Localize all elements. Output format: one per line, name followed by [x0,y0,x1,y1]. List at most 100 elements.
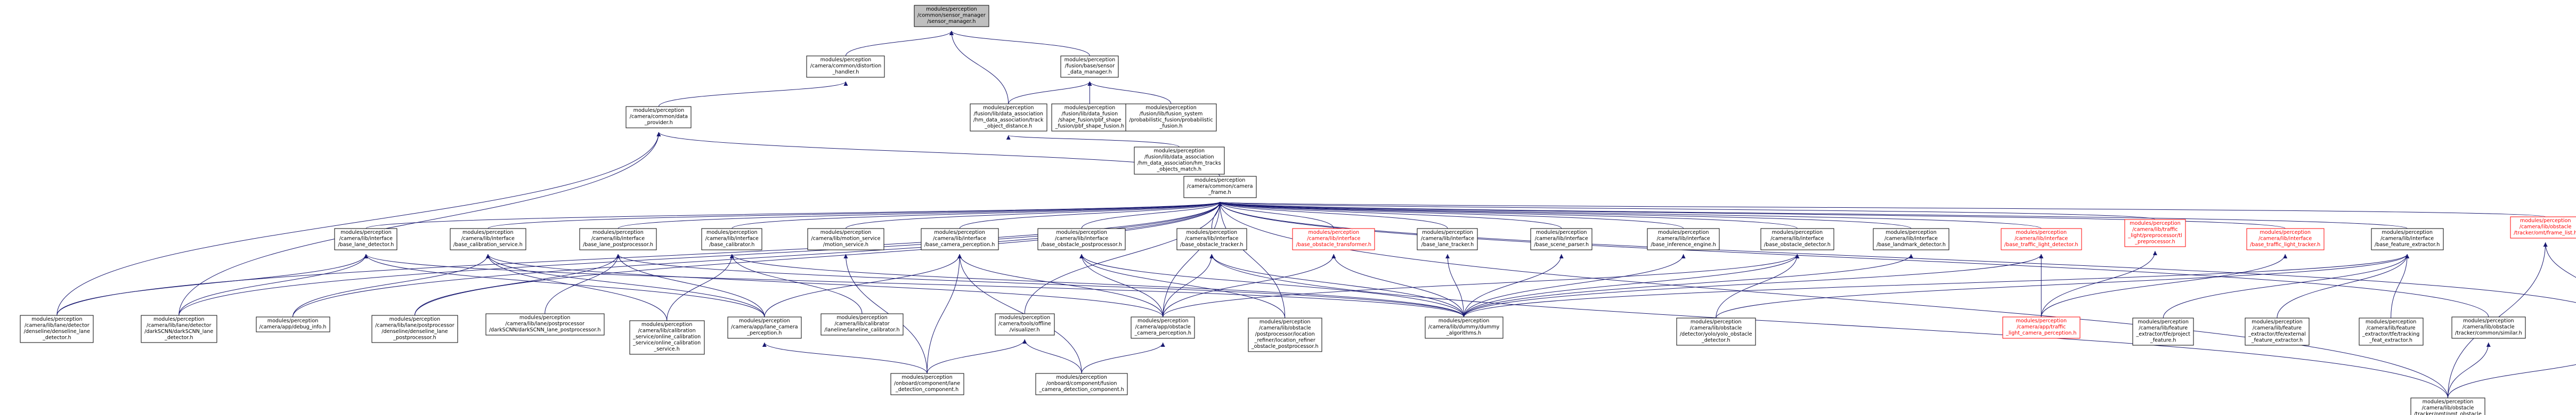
node-label-line: modules/perception [1137,318,1189,324]
node-label-line: /camera/lib/interface [705,236,759,242]
dependency-edge [2163,254,2410,319]
node-label-line: modules/perception [31,316,83,322]
node-fusion-camera-detection-component[interactable]: modules/perception/onboard/component/fus… [1035,373,1128,395]
dependency-edge [764,254,962,318]
node-box [141,315,217,343]
node-base-obstacle-detector[interactable]: modules/perception/camera/lib/interface/… [1760,228,1834,250]
node-base-obstacle-postprocessor[interactable]: modules/perception/camera/lib/interface/… [1037,228,1126,250]
node-track-object-distance[interactable]: modules/perception/fusion/lib/data_assoc… [970,103,1047,132]
node-base-calibrator[interactable]: modules/perception/camera/lib/interface/… [701,228,762,250]
node-label-line: /hm_data_association/track [973,117,1044,123]
node-project-feature[interactable]: modules/perception/camera/lib/feature_ex… [2132,318,2194,346]
node-motion-service[interactable]: modules/perception/camera/lib/motion_ser… [807,228,884,250]
node-base-calibration-service[interactable]: modules/perception/camera/lib/interface/… [450,228,526,250]
node-debug-info[interactable]: modules/perception/camera/app/debug_info… [256,316,330,332]
node-label-line: _handler.h [832,69,859,75]
node-box [995,313,1055,336]
node-lane-detection-component[interactable]: modules/perception/onboard/component/lan… [890,373,964,395]
dependency-edge [1716,254,1800,319]
node-base-feature-extractor[interactable]: modules/perception/camera/lib/interface/… [2371,228,2444,250]
node-label-line: /postprocessor/location [1255,331,1315,337]
node-traffic-light-camera-perception[interactable]: modules/perception/camera/app/traffic_li… [2002,316,2081,339]
dependency-edge [949,30,1009,104]
node-base-data-manager[interactable]: modules/perception/fusion/base/sensor_da… [1060,55,1119,78]
node-base-lane-detector[interactable]: modules/perception/camera/lib/interface/… [334,228,397,250]
node-omt-obstacle-tracker[interactable]: modules/perception/camera/lib/obstacle/t… [2410,397,2485,415]
node-location-refiner-postprocessor[interactable]: modules/perception/camera/lib/obstacle/p… [1248,318,1322,352]
node-distortion[interactable]: modules/perception/camera/common/distort… [806,55,885,78]
dependency-edge [1006,135,1180,148]
node-label-line: modules/perception [1145,105,1197,111]
node-darkSCNN-lane-postprocessor[interactable]: modules/perception/camera/lib/lane/postp… [485,313,605,336]
node-hm-tracks-objects-match[interactable]: modules/perception/fusion/lib/data_assoc… [1134,147,1225,175]
node-base-landmark-detector[interactable]: modules/perception/camera/lib/interface/… [1873,228,1949,250]
node-external-feature-extractor[interactable]: modules/perception/camera/lib/feature_ex… [2245,318,2310,346]
node-box [579,228,657,250]
node-base-scene-parser[interactable]: modules/perception/camera/lib/interface/… [1530,228,1592,250]
dependency-edge [617,201,1222,229]
dependency-edge [762,342,928,374]
dependency-edge [2041,254,2288,318]
node-data-provider[interactable]: modules/perception/camera/common/data_pr… [625,106,692,128]
dependency-edge [1218,201,2408,229]
node-box [1183,176,1257,198]
node-lane-camera-perception[interactable]: modules/perception/camera/app/lane_camer… [727,316,802,339]
dependency-edge [1022,339,1082,374]
dependency-edge [1217,201,2576,303]
node-label-line: _detection_component.h [895,387,958,393]
dependency-edge [1218,201,2042,229]
node-pbf-shape-fusion[interactable]: modules/perception/fusion/lib/data_fusio… [1051,103,1128,132]
node-label-line: _refiner/location_refiner [1254,338,1315,344]
node-label-line: /camera/lib/feature [2253,326,2302,331]
node-label-line: modules/perception [706,230,758,235]
node-label-line: /sensor_manager.h [927,19,976,25]
node-label-line: _camera_detection_component.h [1038,387,1124,393]
dependency-edge [1464,254,2044,318]
node-label-line: /base_traffic_light_detector.h [2004,242,2078,248]
node-base-inference-engine[interactable]: modules/perception/camera/lib/interface/… [1647,228,1720,250]
node-label-line: /camera/lib/interface [1421,236,1474,242]
node-denseline-lane-detector[interactable]: modules/perception/camera/lib/lane/detec… [20,315,94,343]
node-online-calibration-service[interactable]: modules/perception/camera/lib/calibratio… [629,320,705,355]
node-base-camera-perception[interactable]: modules/perception/camera/lib/interface/… [921,228,999,250]
node-yolo-obstacle-detector[interactable]: modules/perception/camera/lib/obstacle/d… [1676,318,1756,346]
node-laneline-calibrator[interactable]: modules/perception/camera/lib/calibrator… [820,313,904,336]
node-label-line: modules/perception [2260,230,2311,235]
node-obstacle-camera-perception[interactable]: modules/perception/camera/app/obstacle_c… [1131,316,1195,339]
node-label-line: _postprocessor.h [393,335,436,341]
node-label-line: /camera/lib/interface [2380,236,2434,242]
node-tracking-feat-extractor[interactable]: modules/perception/camera/lib/feature_ex… [2359,318,2424,346]
node-root[interactable]: modules/perception/common/sensor_manager… [914,5,989,27]
dependency-edge [56,201,1222,316]
node-base-obstacle-transformer[interactable]: modules/perception/camera/lib/interface/… [1292,228,1375,250]
node-base-traffic-light-tracker[interactable]: modules/perception/camera/lib/interface/… [2246,228,2325,250]
node-common-similar[interactable]: modules/perception/camera/lib/obstacle/t… [2451,316,2526,339]
node-omt-frame-list[interactable]: modules/perception/camera/lib/obstacle/t… [2510,216,2576,239]
node-label-line: /darkSCNN/darkSCNN_lane [144,329,213,335]
node-box [1248,318,1322,352]
node-offline-visualizer[interactable]: modules/perception/camera/tools/offline/… [995,313,1055,336]
dependency-edge [616,254,765,318]
node-label-line: modules/perception [641,322,693,328]
node-box [485,313,605,336]
node-label-line: /camera/lib/feature [2139,326,2188,331]
node-label-line: modules/perception [2130,221,2181,226]
node-label-line: /fusion/lib/data_association [973,111,1043,117]
node-denseline-lane-postprocessor[interactable]: modules/perception/camera/lib/lane/postp… [371,315,458,343]
node-label-line: modules/perception [1658,230,1709,235]
node-base-traffic-light-detector[interactable]: modules/perception/camera/lib/interface/… [2001,228,2082,250]
dependency-edge [545,254,621,314]
node-label-line: /base_obstacle_postprocessor.h [1041,242,1122,248]
node-base-lane-tracker[interactable]: modules/perception/camera/lib/interface/… [1417,228,1478,250]
dependency-edge [1209,254,2448,398]
node-camera-frame[interactable]: modules/perception/camera/common/camera_… [1183,176,1257,198]
node-base-lane-postprocessor[interactable]: modules/perception/camera/lib/interface/… [579,228,657,250]
node-dummy-algorithms[interactable]: modules/perception/camera/lib/dummy/dumm… [1425,316,1504,339]
node-darkSCNN-lane-detector[interactable]: modules/perception/camera/lib/lane/detec… [141,315,217,343]
node-probabilistic-fusion[interactable]: modules/perception/fusion/lib/fusion_sys… [1125,103,1217,132]
node-label-line: _feature.h [2150,338,2176,344]
node-base-obstacle-tracker[interactable]: modules/perception/camera/lib/interface/… [1176,228,1247,250]
node-tl-preprocessor[interactable]: modules/perception/camera/lib/traffic_li… [2124,219,2186,247]
dependency-edge [957,254,1164,318]
node-label-line: _camera_perception.h [1134,330,1191,336]
